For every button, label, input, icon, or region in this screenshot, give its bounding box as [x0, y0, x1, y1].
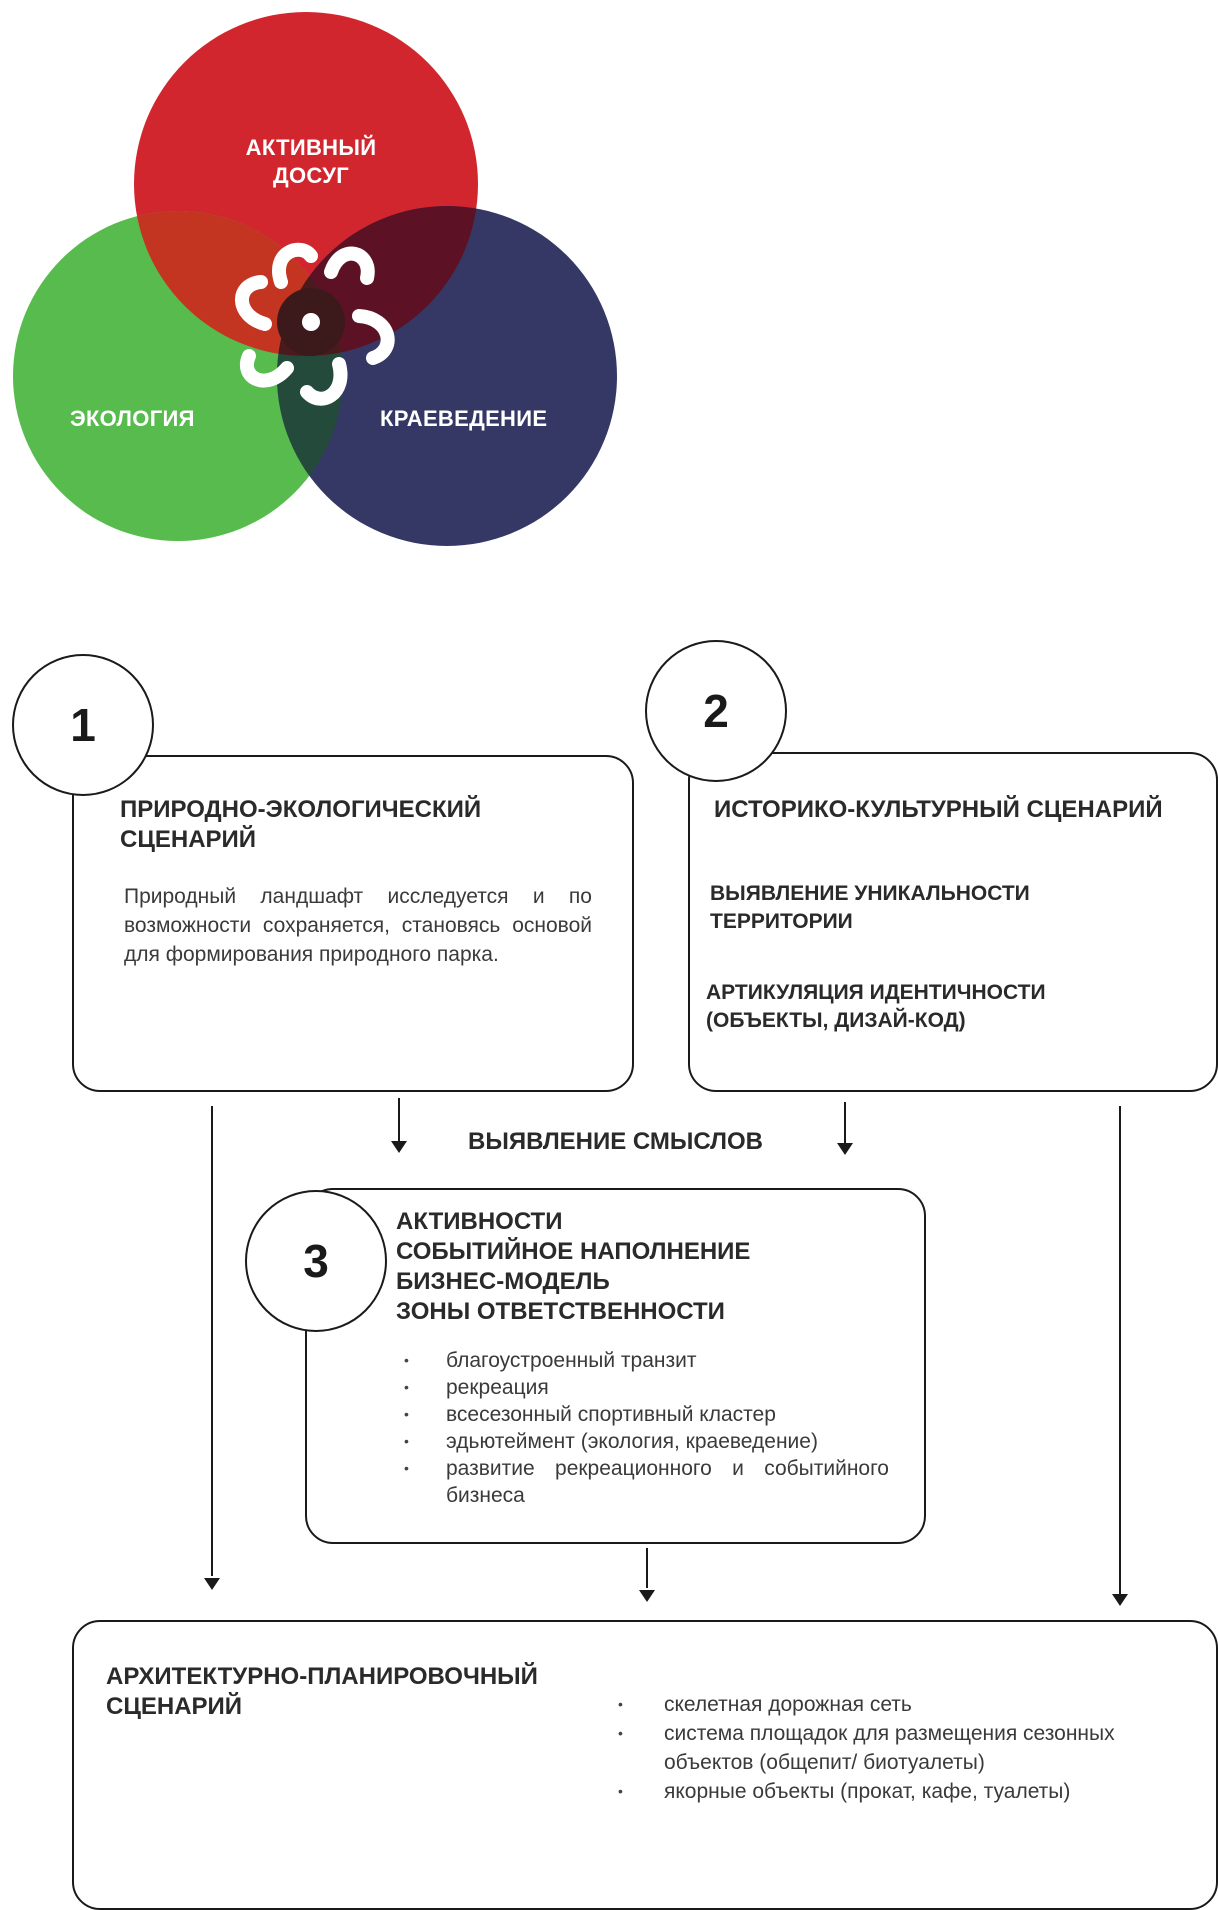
- scenario-3-title-activities: АКТИВНОСТИ: [396, 1208, 563, 1235]
- swirl-emblem: [235, 242, 395, 406]
- scenario-1-number: 1: [12, 654, 154, 796]
- scenario-2-box: [688, 752, 1218, 1092]
- list-item: эдьютеймент (экология, краеведение): [404, 1428, 889, 1455]
- list-item: развитие рекреационного и событийного би…: [404, 1455, 889, 1509]
- scenario-3-title-events: СОБЫТИЙНОЕ НАПОЛНЕНИЕ: [396, 1238, 751, 1265]
- arrow-box2-to-box3-line: [844, 1102, 846, 1148]
- venn-diagram: [13, 12, 617, 546]
- scenario-3-number: 3: [245, 1190, 387, 1332]
- arrow-box1-to-bottom-line: [211, 1106, 213, 1576]
- scenario-1-description: Природный ландшафт исследуется и по возм…: [124, 885, 592, 966]
- arrow-box2-to-bottom-line: [1119, 1106, 1121, 1594]
- scenario-3-title-business-model: БИЗНЕС-МОДЕЛЬ: [396, 1268, 610, 1295]
- scenario-1-box: [72, 755, 634, 1092]
- scenario-3-bullet-list: благоустроенный транзит рекреация всесез…: [404, 1347, 889, 1509]
- connector-label-meanings: ВЫЯВЛЕНИЕ СМЫСЛОВ: [468, 1128, 763, 1155]
- arrow-box3-to-bottom-head: [639, 1590, 655, 1602]
- venn-label-ecology: ЭКОЛОГИЯ: [70, 406, 195, 431]
- list-item: система площадок для размещения сезонных…: [618, 1719, 1198, 1777]
- scenario-2-identify-uniqueness: ВЫЯВЛЕНИЕ УНИКАЛЬНОСТИ ТЕРРИТОРИИ: [710, 882, 1030, 933]
- venn-overlap-top-left: [134, 211, 343, 356]
- arrow-box2-to-bottom-head: [1112, 1594, 1128, 1606]
- scenario-2-number: 2: [645, 640, 787, 782]
- scenario-2-articulate-identity: АРТИКУЛЯЦИЯ ИДЕНТИЧНОСТИ (ОБЪЕКТЫ, ДИЗАЙ…: [706, 981, 1046, 1032]
- swirl-dot: [302, 313, 320, 331]
- venn-label-local-history: КРАЕВЕДЕНИЕ: [380, 406, 548, 431]
- list-item: благоустроенный транзит: [404, 1347, 889, 1374]
- scenario-4-bullet-list: скелетная дорожная сеть система площадок…: [618, 1690, 1198, 1806]
- scenario-4-title: АРХИТЕКТУРНО-ПЛАНИРОВОЧНЫЙ СЦЕНАРИЙ: [106, 1663, 538, 1720]
- arrow-box1-to-box3-line: [398, 1098, 400, 1148]
- list-item: рекреация: [404, 1374, 889, 1401]
- list-item: скелетная дорожная сеть: [618, 1690, 1198, 1719]
- list-item: якорные объекты (прокат, кафе, туалеты): [618, 1777, 1198, 1806]
- scenario-3-title-responsibility-zones: ЗОНЫ ОТВЕТСТВЕННОСТИ: [396, 1298, 725, 1325]
- scenario-2-title: ИСТОРИКО-КУЛЬТУРНЫЙ СЦЕНАРИЙ: [714, 796, 1163, 823]
- venn-label-active-leisure: АКТИВНЫЙ ДОСУГ: [245, 135, 377, 188]
- list-item: всесезонный спортивный кластер: [404, 1401, 889, 1428]
- arrow-box1-to-bottom-head: [204, 1578, 220, 1590]
- scenario-1-title: ПРИРОДНО-ЭКОЛОГИЧЕСКИЙ СЦЕНАРИЙ: [120, 796, 482, 853]
- arrow-box2-to-box3-head: [837, 1143, 853, 1155]
- arrow-box3-to-bottom-line: [646, 1548, 648, 1588]
- venn-overlap-top-right: [277, 206, 478, 356]
- arrow-box1-to-box3-head: [391, 1141, 407, 1153]
